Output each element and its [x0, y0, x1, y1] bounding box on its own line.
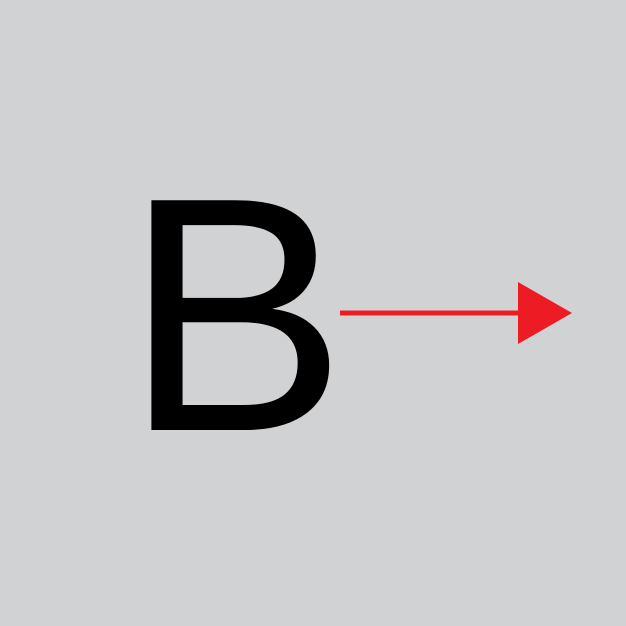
sign-letter: B: [124, 128, 347, 501]
